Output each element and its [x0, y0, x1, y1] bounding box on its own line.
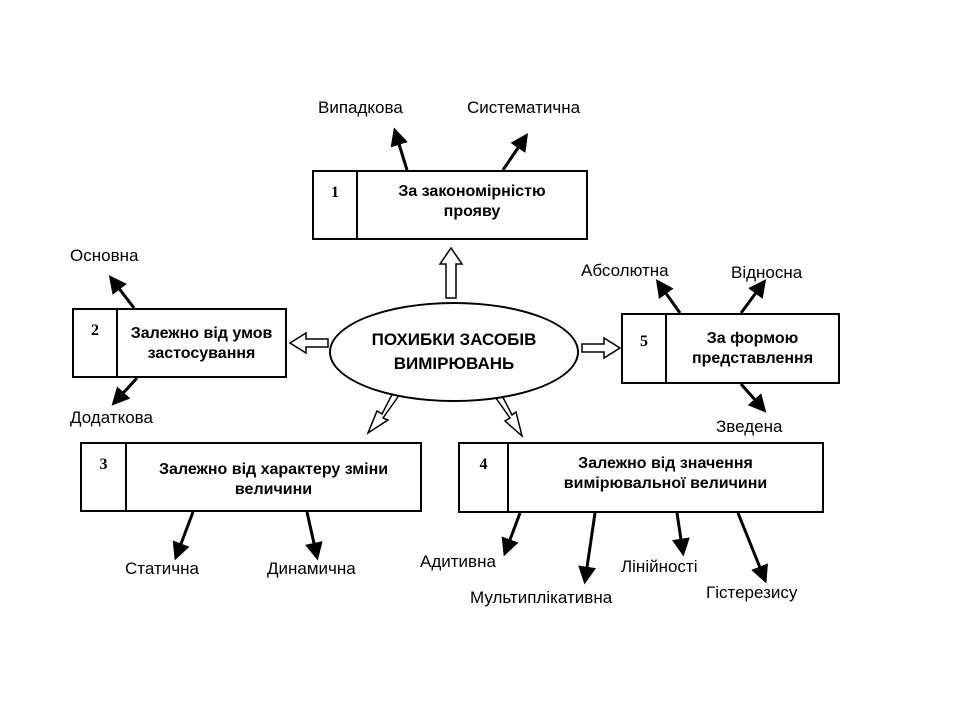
hollow-arrow-right [581, 336, 622, 360]
arrow-liniynosti [671, 512, 690, 557]
label-zvedena: Зведена [716, 417, 783, 436]
arrow-dodatkova [111, 376, 139, 406]
arrow-systematychna [501, 133, 529, 171]
center-ellipse: ПОХИБКИ ЗАСОБІВ ВИМІРЮВАНЬ [329, 302, 579, 402]
arrow-vypadkova [390, 127, 409, 171]
arrow-absolyutna [655, 279, 682, 314]
category-number: 3 [82, 444, 127, 510]
arrow-histerezysu [736, 512, 768, 584]
arrow-statychna [172, 511, 195, 561]
arrow-adytyvna [501, 512, 522, 557]
category-number: 2 [74, 310, 118, 376]
label-histerezysu: Гістерезису [706, 583, 798, 602]
label-systematychna: Систематична [467, 98, 581, 117]
label-adytyvna: Адитивна [420, 552, 496, 571]
category-title: Залежно від умов застосування [130, 325, 273, 362]
label-liniynosti: Лінійності [621, 557, 698, 576]
arrow-dynamichna [305, 511, 323, 561]
category-box-1: 1 За закономірністю прояву [312, 170, 588, 240]
label-multyplikatyvna: Мультиплікативна [470, 588, 613, 607]
arrow-osnovna [108, 275, 136, 309]
category-title: Залежно від характеру зміни величини [158, 461, 389, 498]
label-vypadkova: Випадкова [318, 98, 403, 117]
label-statychna: Статична [125, 559, 199, 578]
category-box-3: 3 Залежно від характеру зміни величини [80, 442, 422, 512]
center-title-line2: ВИМІРЮВАНЬ [393, 354, 515, 373]
arrow-zvedena [739, 383, 767, 413]
category-number: 1 [314, 172, 358, 238]
category-box-5: 5 За формою представлення [621, 313, 840, 384]
category-box-2: 2 Залежно від умов застосування [72, 308, 287, 378]
arrow-multyplikatyvna [578, 512, 597, 585]
hollow-arrow-up [438, 246, 464, 299]
arrow-vidnosna [739, 279, 767, 314]
label-vidnosna: Відносна [731, 263, 803, 282]
category-title: За закономірністю прояву [398, 183, 546, 220]
label-dynamichna: Динамична [267, 559, 356, 578]
category-title: Залежно від значення вимірювальної велич… [563, 455, 768, 492]
category-number: 5 [623, 315, 667, 382]
hollow-arrow-left [288, 331, 329, 355]
category-title: За формою представлення [691, 330, 814, 367]
center-title-line1: ПОХИБКИ ЗАСОБІВ [371, 330, 537, 349]
label-absolyutna: Абсолютна [581, 261, 669, 280]
label-dodatkova: Додаткова [70, 408, 153, 427]
label-osnovna: Основна [70, 246, 139, 265]
category-box-4: 4 Залежно від значення вимірювальної вел… [458, 442, 824, 513]
category-number: 4 [460, 444, 509, 511]
